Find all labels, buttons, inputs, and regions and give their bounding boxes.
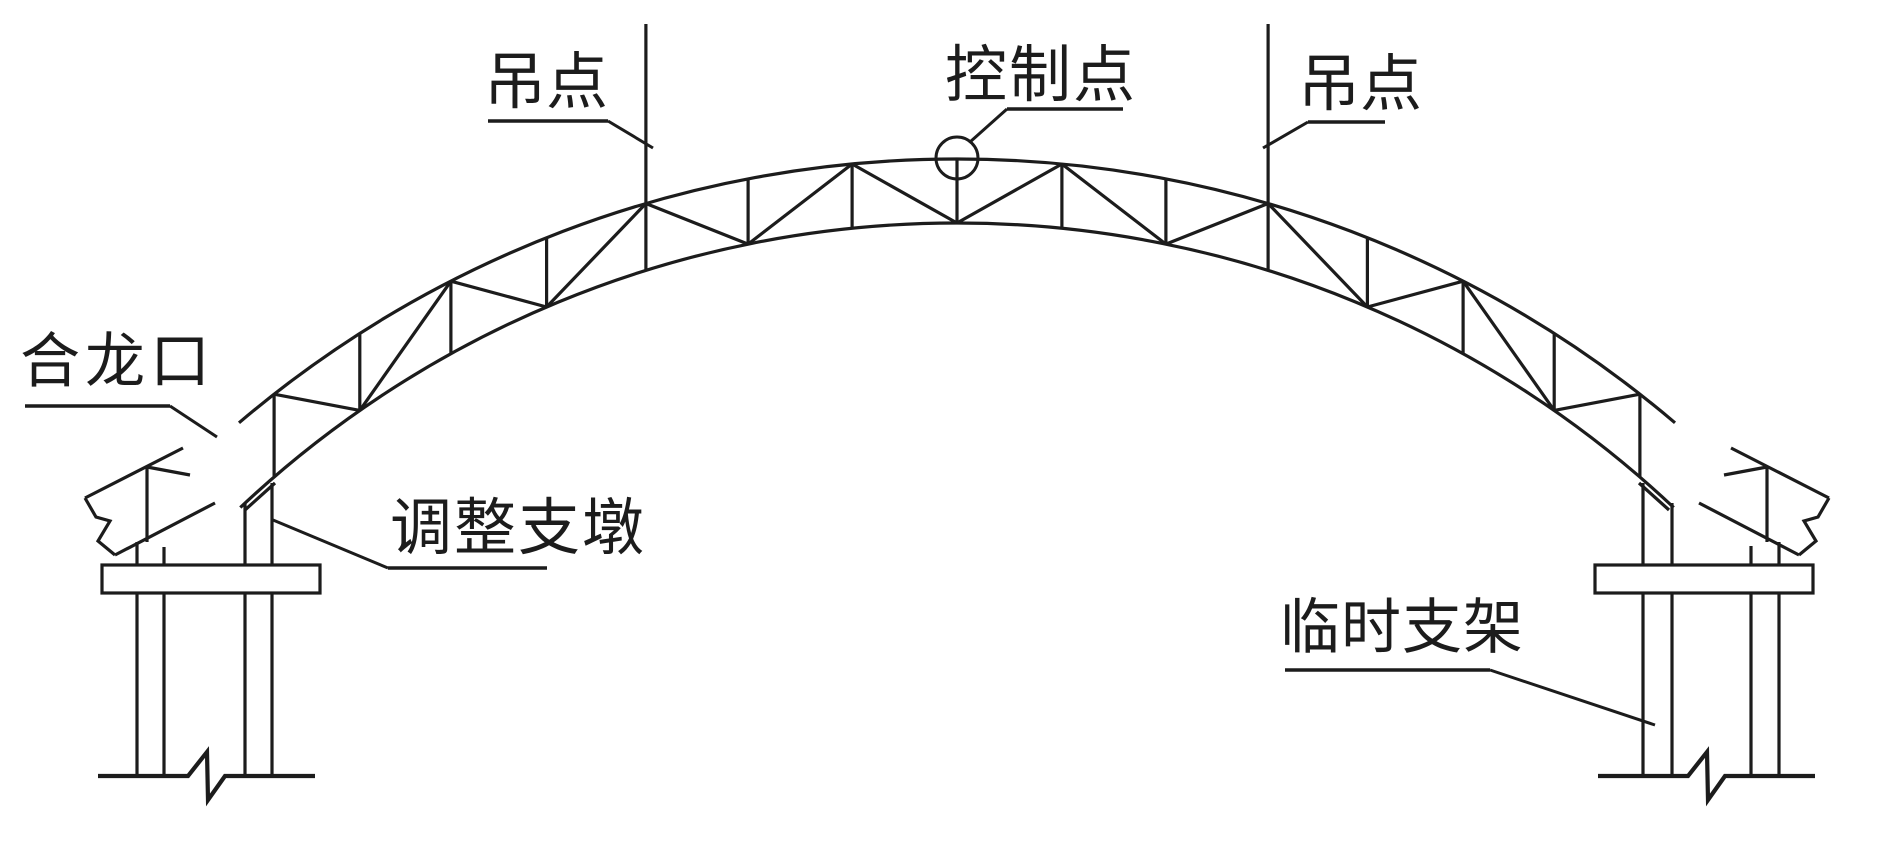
truss-diagonal-member [545,202,648,309]
right-support [1593,483,1815,807]
left-support-cap-beam [100,563,322,595]
label-temporary-support: 临时支架 [1280,593,1524,663]
left-segment-stub-diagonal [146,465,191,477]
truss-diagonal-member [273,392,361,412]
truss-diagonal-member [1060,162,1167,246]
left-support [98,483,322,807]
truss-diagonal-member [956,162,1063,225]
lifting-point-left-leader-line [607,119,654,150]
adjustment-pier-leader-line [272,518,389,570]
label-control-point: 控制点 [945,38,1137,111]
closure-cut-line-left [243,481,277,512]
truss-diagonal-member [1366,279,1464,309]
right-adjustment-pier-posts [1641,483,1781,566]
right-segment-top-chord [1730,446,1830,500]
left-support-columns [135,580,274,776]
left-segment-break-mark [83,497,117,557]
left-segment-bottom-chord [114,501,216,557]
left-ground-line-with-break [98,746,315,807]
control-point-circle [934,135,980,181]
right-segment-bottom-chord [1698,501,1800,557]
truss-bottom-chord [239,221,1675,509]
right-support-cap-beam [1593,563,1815,595]
right-support-columns [1641,580,1781,776]
truss-diagonal-member [1461,280,1556,412]
lifting-point-right-leader-line [1262,120,1309,150]
right-end-segment [1698,446,1831,557]
truss-diagonal-member [645,202,749,246]
truss-diagonal-member [1165,202,1269,246]
truss-diagonal-member [1266,202,1369,309]
control-point-leader-line [969,107,1008,144]
annotation-leaders [25,107,1656,727]
main-arch-truss [237,24,1677,512]
left-segment-top-chord [84,446,184,500]
truss-diagonal-member [358,280,453,412]
right-segment-break-mark [1797,497,1831,557]
right-ground-line-with-break [1598,746,1815,807]
temporary-support-leader-line [1489,668,1656,727]
closure-opening-leader-line [169,404,218,439]
truss-diagonal-member [1553,392,1641,412]
label-adjustment-pier: 调整支墩 [390,491,646,564]
left-adjustment-pier-posts [135,483,274,566]
truss-diagonal-member [851,162,958,225]
left-end-segment [83,446,216,557]
truss-diagonal-member [450,279,548,309]
label-closure-opening: 合龙口 [20,327,215,397]
label-lifting-point-left: 吊点 [484,45,608,118]
truss-diagonal-member [747,162,854,246]
label-lifting-point-right: 吊点 [1298,47,1422,120]
right-segment-stub-diagonal [1723,465,1768,477]
